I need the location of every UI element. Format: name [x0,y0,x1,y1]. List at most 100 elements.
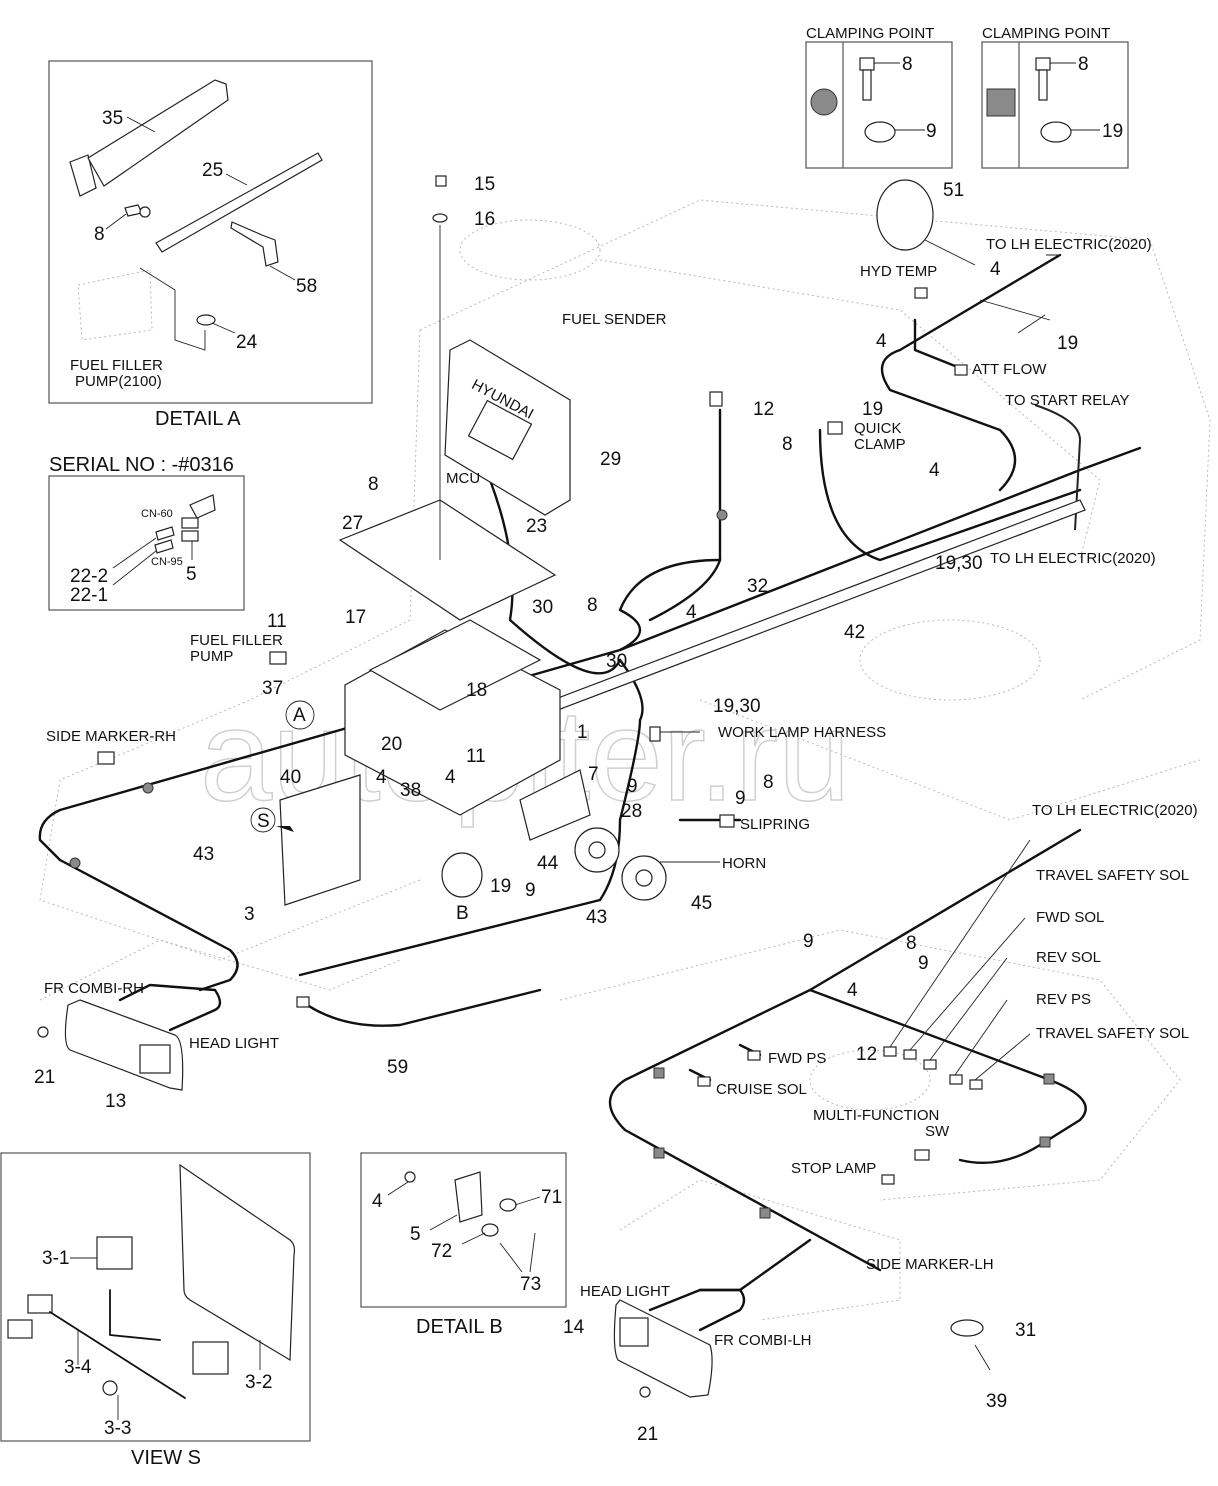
clamp-marker-square [1043,1073,1055,1085]
callouts-main: 15 16 51 4 19 4 19 12 8 29 8 23 27 4 19,… [34,174,1078,1445]
callout-35: 35 [102,108,123,129]
label-fwd-sol: FWD SOL [1036,909,1104,926]
machine-outline-ghost [39,199,1211,1321]
cn95-label: CN-95 [151,556,183,568]
label-stop-lamp: STOP LAMP [791,1160,876,1177]
detail-a-frame [48,60,373,404]
label-travel-safety-sol-1: TRAVEL SAFETY SOL [1036,867,1189,884]
head-light-lh-14 [613,1288,746,1398]
fuel-filler-pump-label-2: PUMP(2100) [75,373,162,390]
detail-a-ref[interactable]: A [293,705,306,726]
callout: 9 [803,931,814,952]
callout-71: 71 [541,1187,562,1208]
callout: 8 [587,595,598,616]
battery-hold-18 [368,619,542,711]
callout-58: 58 [296,276,317,297]
clamp-9-icon [864,121,896,143]
callout: 15 [474,174,495,195]
clamping-callout-9: 9 [926,121,937,142]
detail-b-ref[interactable]: B [456,903,469,924]
callout: 14 [563,1317,585,1338]
label-fr-combi-lh: FR COMBI-LH [714,1332,812,1349]
view-s-ref[interactable]: S [257,811,270,832]
callout-3-1: 3-1 [42,1248,69,1269]
connectors [97,254,1060,1185]
callout: 12 [856,1044,877,1065]
serial-no-frame [48,475,245,611]
label-fuel-filler-pump-1: FUEL FILLER [190,632,283,649]
callout: 32 [747,576,768,597]
callout: 19 [490,876,511,897]
clamp-marker-square [653,1147,665,1159]
cn60-label: CN-60 [141,508,173,520]
fuel-filler-pump-label-1: FUEL FILLER [70,357,163,374]
square-clamp-symbol [986,88,1016,117]
label-head-light-rh: HEAD LIGHT [189,1035,279,1052]
callout-25: 25 [202,160,223,181]
callout-5-serial: 5 [186,564,197,585]
callout: 9 [735,788,746,809]
callout: 44 [537,853,559,874]
clamp-marker-square [759,1207,771,1219]
label-fuel-filler-pump-2: PUMP [190,648,233,665]
callout: 21 [34,1067,55,1088]
callout: 4 [990,259,1001,280]
callout: 8 [763,772,774,793]
connector-view-s-2 [7,1319,33,1339]
terminal-22-2 [155,526,175,541]
callout-5-detail-b: 5 [410,1224,421,1245]
label-side-marker-lh: SIDE MARKER-LH [866,1256,994,1273]
connector-59 [296,996,310,1008]
horn-45-center [635,869,653,887]
washer-8-detail-a [139,206,151,218]
bolt-15 [435,175,447,187]
callout: 19 [1057,333,1078,354]
label-head-light-lh: HEAD LIGHT [580,1283,670,1300]
clamp-marker-square [1039,1136,1051,1148]
connector-cn60 [181,517,199,529]
callout: 9 [525,880,536,901]
callout: 9 [627,776,638,797]
clamp-58 [230,221,279,267]
connector-side-marker-rh [97,751,115,765]
label-horn: HORN [722,855,766,872]
relay-3-2b [192,1341,229,1375]
mcu-plate-27 [338,499,557,621]
clamp-marker-circle [69,857,81,869]
callout: 21 [637,1424,658,1445]
callout: 29 [600,449,621,470]
serial-no-panel: SERIAL NO : -#0316 CN-60 CN-95 22-2 22-1… [48,454,245,611]
clamping-point-square-panel: CLAMPING POINT 8 19 [981,25,1129,169]
connector-rev-sol [923,1059,937,1070]
callout: 38 [400,780,421,801]
relay-bracket-5 [189,494,216,519]
serial-no-title: SERIAL NO : -#0316 [49,454,234,476]
callout: 23 [526,516,547,537]
connector-work-lamp [649,726,661,742]
connector-fuel-filler-pump [269,651,287,665]
view-s-arrow-icon [276,826,294,832]
callout: 20 [381,734,402,755]
terminal-22-1 [154,539,174,554]
connector-fwd-sol [903,1049,917,1060]
callout: 7 [588,764,599,785]
detail-b-frame [360,1152,567,1308]
callout: 17 [345,607,366,628]
callout: 8 [906,933,917,954]
head-light-lh-lens [619,1317,649,1347]
relay-plate-3 [279,774,361,906]
clamp-marker-circle [716,509,728,521]
label-slipring: SLIPRING [740,816,810,833]
bolt-8-detail-a [124,204,143,217]
label-cruise-sol: CRUISE SOL [716,1081,807,1098]
label-to-lh-electric-low: TO LH ELECTRIC(2020) [1032,802,1198,819]
bolt-4-detail-b [404,1171,416,1183]
bolt-8-icon [859,57,875,71]
label-quick-clamp-2: CLAMP [854,436,906,453]
harness-labels: FUEL SENDER MCU HYD TEMP ATT FLOW TO LH … [44,236,1198,1349]
bolt-3-3 [102,1380,118,1396]
detail-b-ref-circle [441,852,483,898]
screw-21-lh [639,1386,651,1398]
callout: 9 [918,953,929,974]
